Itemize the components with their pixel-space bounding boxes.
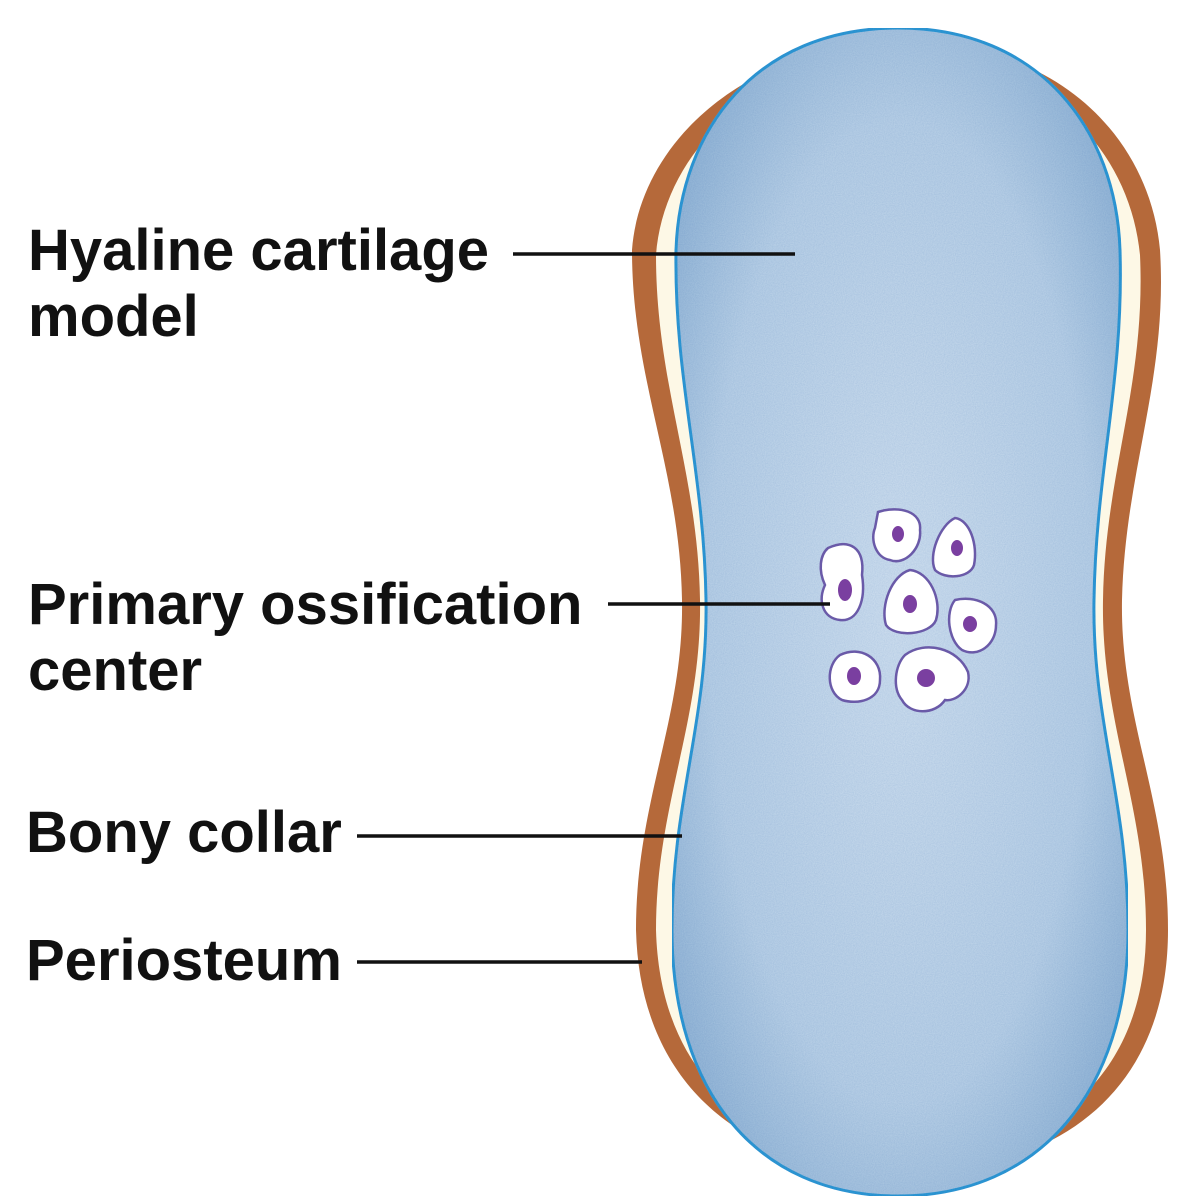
cell-5 bbox=[947, 597, 998, 654]
cell-2 bbox=[931, 516, 977, 578]
label-periosteum: Periosteum bbox=[26, 928, 342, 994]
cell-4 bbox=[883, 568, 939, 635]
label-periosteum-text: Periosteum bbox=[26, 928, 342, 993]
label-bony-collar: Bony collar bbox=[26, 800, 342, 866]
primary-ossification-center bbox=[819, 508, 998, 713]
label-primary-ossification-center: Primary ossification center bbox=[28, 572, 582, 704]
label-hyaline-cartilage-model: Hyaline cartilage model bbox=[28, 218, 489, 350]
label-bony-collar-text: Bony collar bbox=[26, 800, 342, 865]
cell-1 bbox=[872, 508, 922, 563]
label-primary-line1: Primary ossification bbox=[28, 572, 583, 637]
label-primary-line2: center bbox=[28, 638, 203, 703]
cell-7 bbox=[894, 646, 970, 713]
label-hyaline-line2: model bbox=[28, 284, 199, 349]
cell-3 bbox=[819, 543, 865, 622]
label-hyaline-line1: Hyaline cartilage bbox=[28, 218, 489, 283]
cell-6 bbox=[828, 650, 882, 704]
leader-lines bbox=[357, 252, 830, 964]
